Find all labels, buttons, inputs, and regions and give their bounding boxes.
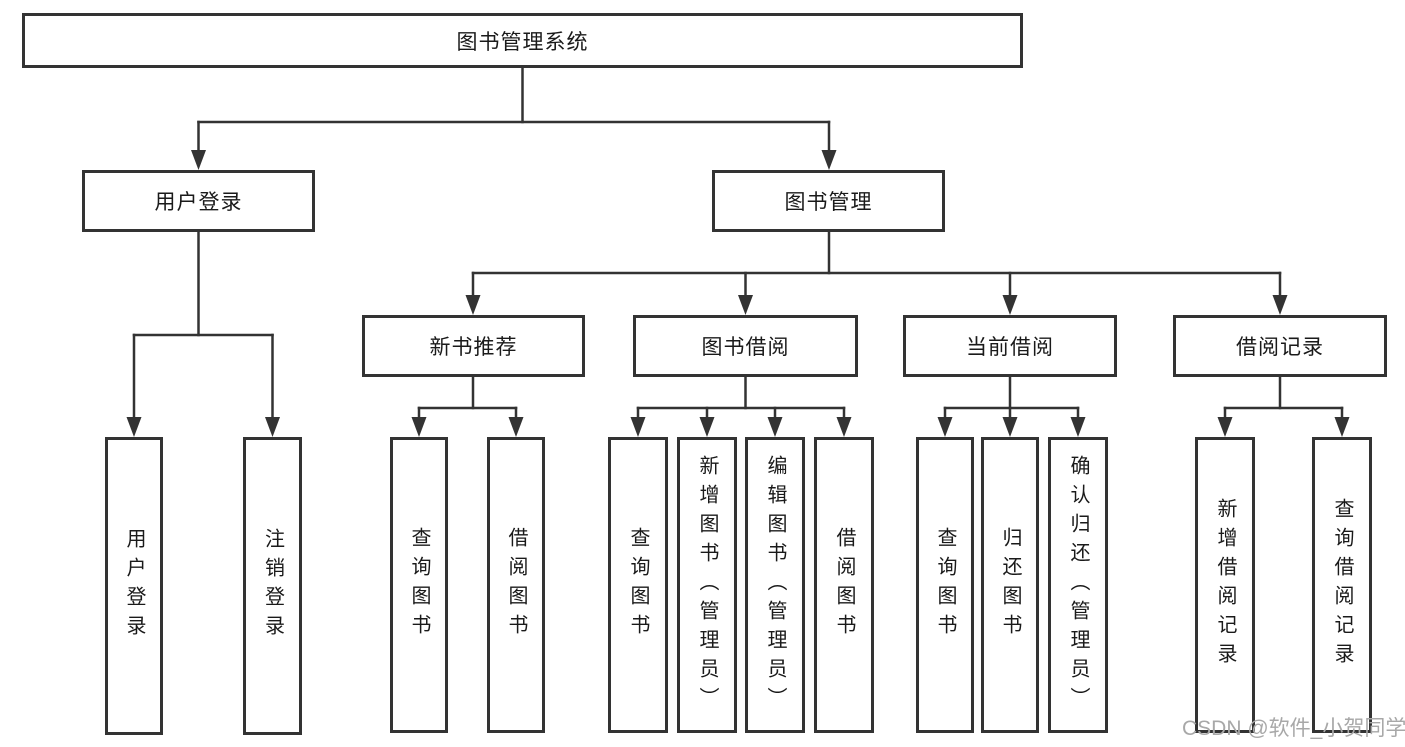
leaf-add-books-admin: 新增图书（管理员） [677,437,737,733]
leaf-add-borrow-record: 新增借阅记录 [1195,437,1255,733]
node-label: 新增图书（管理员） [696,454,718,716]
node-label: 图书借阅 [701,336,790,359]
node-current-borrow: 当前借阅 [903,315,1117,377]
leaf-user-login: 用户登录 [105,437,163,735]
node-label: 查询图书 [934,527,956,643]
new-book-recommend-connectors [411,375,524,437]
leaf-query-books-borrow: 查询图书 [608,437,668,733]
book-management-connectors [465,230,1288,315]
node-label: 图书管理系统 [456,30,589,54]
leaf-borrow-books-recommend: 借阅图书 [487,437,545,733]
leaf-return-books: 归还图书 [981,437,1039,733]
leaf-confirm-return-admin: 确认归还（管理员） [1048,437,1108,733]
node-label: 查询借阅记录 [1331,498,1353,672]
leaf-query-books-recommend: 查询图书 [390,437,448,733]
node-label: 借阅记录 [1236,336,1324,359]
leaf-query-books-current: 查询图书 [916,437,974,733]
node-label: 查询图书 [408,527,430,643]
node-label: 确认归还（管理员） [1067,454,1089,716]
node-label: 编辑图书（管理员） [764,454,786,716]
book-borrow-connectors [630,375,852,437]
node-label: 用户登录 [154,191,243,214]
borrow-records-connectors [1217,375,1350,437]
leaf-logout: 注销登录 [243,437,302,735]
leaf-query-borrow-record: 查询借阅记录 [1312,437,1372,733]
leaf-borrow-books: 借阅图书 [814,437,874,733]
node-label: 借阅图书 [833,527,855,643]
node-label: 新增借阅记录 [1214,498,1236,672]
node-label: 查询图书 [627,527,649,643]
current-borrow-connectors [937,375,1086,437]
node-borrow-records: 借阅记录 [1173,315,1387,377]
user-login-connectors [126,230,280,437]
node-user-login: 用户登录 [82,170,315,232]
node-label: 新书推荐 [429,336,518,359]
node-book-management: 图书管理 [712,170,945,232]
node-label: 用户登录 [123,528,145,644]
node-book-borrow: 图书借阅 [633,315,858,377]
leaf-edit-books-admin: 编辑图书（管理员） [745,437,805,733]
node-label: 注销登录 [261,528,284,644]
root-connectors [191,66,837,170]
node-new-book-recommend: 新书推荐 [362,315,585,377]
node-library-management-system: 图书管理系统 [22,13,1023,68]
node-label: 归还图书 [999,527,1021,643]
node-label: 图书管理 [784,191,873,214]
node-label: 借阅图书 [505,527,527,643]
node-label: 当前借阅 [966,336,1054,359]
